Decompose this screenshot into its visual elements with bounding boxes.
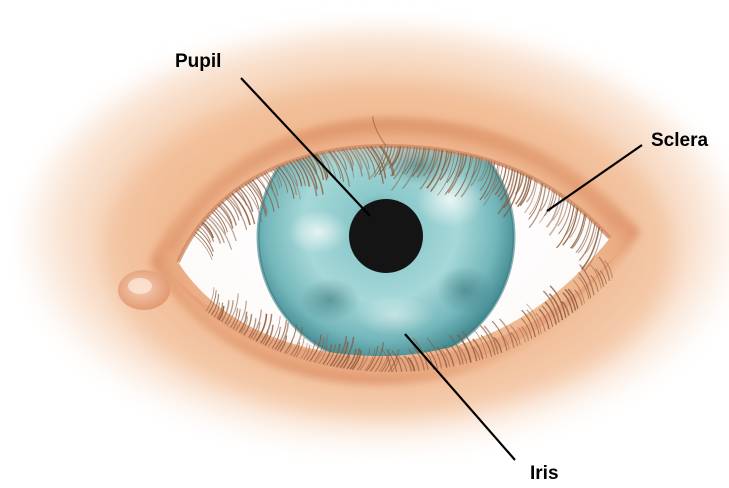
pupil-label: Pupil (175, 52, 221, 71)
sclera-label: Sclera (651, 131, 708, 150)
iris-label: Iris (530, 464, 559, 483)
pupil (349, 199, 423, 273)
